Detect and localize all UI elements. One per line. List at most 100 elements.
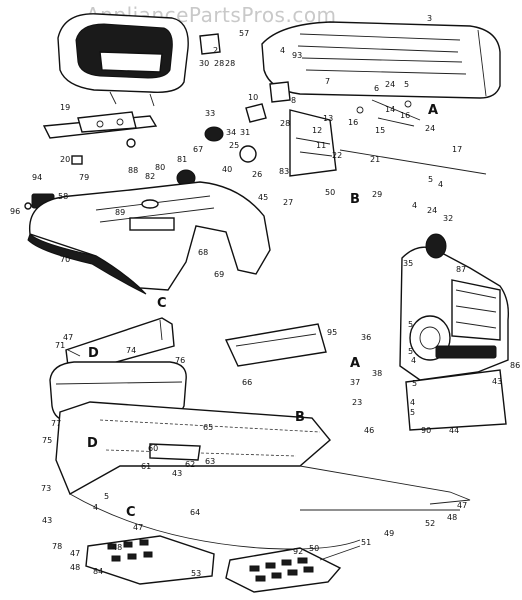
part-number-label: 17	[452, 145, 462, 154]
part-number-label: 75	[42, 436, 52, 445]
footplate-right	[225, 545, 361, 593]
part-number-label: 3	[427, 14, 432, 23]
part-number-label: 61	[141, 462, 151, 471]
part-number-label: 64	[190, 508, 200, 517]
callout-letter: A	[428, 103, 438, 118]
part-number-label: 51	[361, 538, 371, 547]
part-number-label: 34	[226, 128, 236, 137]
part-number-label: 49	[384, 529, 394, 538]
part-number-label: 5	[104, 492, 109, 501]
part-number-label: 27	[283, 198, 293, 207]
callout-letter: B	[295, 410, 305, 425]
part-number-label: 47	[133, 523, 143, 532]
part-number-label: 28	[280, 119, 290, 128]
part-number-label: 48	[112, 543, 122, 552]
part-number-label: 86	[510, 361, 520, 370]
part-number-label: 87	[456, 265, 466, 274]
part-number-label: 8	[291, 96, 296, 105]
part-number-label: 66	[242, 378, 252, 387]
part-number-label: 81	[177, 155, 187, 164]
part-number-label: 16	[400, 111, 410, 120]
part-number-label: 31	[240, 128, 250, 137]
part-number-label: 43	[42, 516, 52, 525]
part-number-label: 95	[327, 328, 337, 337]
part-number-label: 83	[279, 167, 289, 176]
callout-letter: C	[126, 505, 136, 520]
callout-letter: A	[350, 356, 360, 371]
part-number-label: 30	[199, 59, 209, 68]
part-number-label: 43	[492, 377, 502, 386]
seat-bracket	[42, 111, 158, 139]
part-number-label: 78	[52, 542, 62, 551]
part-number-label: 62	[185, 460, 195, 469]
part-number-label: 19	[60, 103, 70, 112]
part-number-label: 2	[213, 46, 218, 55]
part-number-label: 65	[203, 423, 213, 432]
part-number-label: 26	[252, 170, 262, 179]
part-number-label: 48	[447, 513, 457, 522]
part-number-label: 47	[70, 549, 80, 558]
part-number-label: 11	[316, 141, 326, 150]
part-number-label: 21	[370, 155, 380, 164]
part-number-label: 43	[172, 469, 182, 478]
part-number-label: 28	[225, 59, 235, 68]
part-number-label: 12	[312, 126, 322, 135]
part-number-label: 96	[10, 207, 20, 216]
part-number-label: 5	[428, 175, 433, 184]
hood	[261, 21, 501, 99]
part-number-label: 4	[410, 398, 415, 407]
part-number-label: 40	[222, 165, 232, 174]
part-number-label: 38	[372, 369, 382, 378]
part-number-label: 35	[403, 259, 413, 268]
part-number-label: 36	[361, 333, 371, 342]
part-number-label: 20	[60, 155, 70, 164]
part-number-label: 82	[145, 172, 155, 181]
part-number-label: 16	[348, 118, 358, 127]
part-number-label: 47	[63, 333, 73, 342]
part-number-label: 92	[293, 547, 303, 556]
seat	[57, 13, 189, 107]
part-number-label: 57	[239, 29, 249, 38]
footplate-left	[85, 535, 215, 585]
part-number-label: 77	[51, 419, 61, 428]
part-number-label: 44	[449, 426, 459, 435]
part-number-label: 67	[193, 145, 203, 154]
part-number-label: 5	[410, 408, 415, 417]
part-number-label: 60	[148, 444, 158, 453]
part-number-label: 24	[427, 206, 437, 215]
part-number-label: 4	[438, 180, 443, 189]
fender-body	[27, 181, 271, 295]
part-number-label: 4	[412, 201, 417, 210]
part-number-label: 74	[126, 346, 136, 355]
part-number-label: 68	[198, 248, 208, 257]
part-number-label: 80	[155, 163, 165, 172]
part-number-label: 73	[41, 484, 51, 493]
part-number-label: 53	[191, 569, 201, 578]
callout-letter: B	[350, 192, 360, 207]
part-number-label: 46	[364, 426, 374, 435]
callout-letter: D	[88, 346, 99, 361]
part-number-label: 58	[58, 192, 68, 201]
part-number-label: 14	[385, 105, 395, 114]
engine-housing	[399, 233, 510, 431]
part-number-label: 22	[332, 151, 342, 160]
part-number-label: 4	[93, 503, 98, 512]
part-number-label: 90	[421, 426, 431, 435]
part-number-label: 50	[309, 544, 319, 553]
part-number-label: 37	[350, 378, 360, 387]
part-number-label: 76	[175, 356, 185, 365]
part-number-label: 47	[457, 501, 467, 510]
part-number-label: 7	[325, 77, 330, 86]
part-number-label: 79	[79, 173, 89, 182]
part-number-label: 93	[292, 51, 302, 60]
panel	[224, 323, 327, 367]
callout-letter: C	[157, 296, 167, 311]
part-number-label: 50	[325, 188, 335, 197]
part-number-label: 5	[408, 320, 413, 329]
part-number-label: 5	[412, 379, 417, 388]
part-number-label: 24	[425, 124, 435, 133]
part-number-label: 94	[32, 173, 42, 182]
part-number-label: 48	[70, 563, 80, 572]
